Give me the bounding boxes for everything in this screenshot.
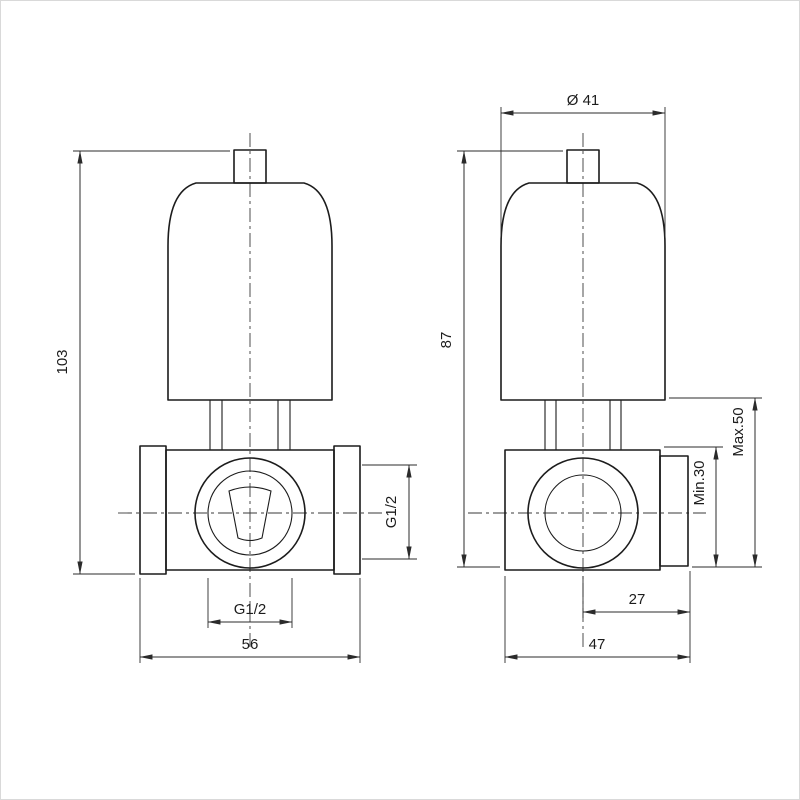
dim-offset-27: 27 bbox=[582, 571, 691, 663]
valve-knob bbox=[167, 182, 333, 401]
dim-height-103: 103 bbox=[54, 150, 230, 575]
front-port-socket bbox=[228, 486, 272, 542]
neck-thread-lines bbox=[209, 400, 291, 450]
front-view bbox=[118, 133, 382, 648]
dim-min-30: Min.30 bbox=[664, 446, 723, 568]
left-port-flange bbox=[139, 445, 167, 575]
dim-side-port-g12: G1/2 bbox=[362, 464, 417, 560]
front-port-thread-circle bbox=[207, 470, 293, 556]
neck-thread-lines bbox=[544, 400, 622, 450]
dim-label-bottom-port: G1/2 bbox=[234, 601, 267, 618]
valve-knob bbox=[500, 182, 666, 401]
front-port-outer-circle bbox=[194, 457, 306, 569]
dim-label-side-height: 87 bbox=[438, 332, 455, 349]
dim-label-front-width: 56 bbox=[242, 636, 259, 653]
dim-max-50: Max.50 bbox=[669, 397, 762, 568]
rear-outlet-flange bbox=[659, 455, 689, 567]
side-view bbox=[468, 133, 706, 648]
side-port-outer-circle bbox=[527, 457, 639, 569]
dim-label-side-width: 47 bbox=[589, 636, 606, 653]
dim-bottom-port-g12: G1/2 bbox=[207, 578, 293, 628]
dim-width-56: 56 bbox=[139, 578, 361, 663]
side-port-inner-circle bbox=[544, 474, 622, 552]
dim-label-diameter: Ø 41 bbox=[567, 92, 600, 109]
dim-height-87: 87 bbox=[438, 150, 563, 568]
dim-label-max-depth: Max.50 bbox=[730, 407, 747, 456]
right-port-flange bbox=[333, 445, 361, 575]
dim-label-outlet-offset: 27 bbox=[629, 591, 646, 608]
dim-label-side-port: G1/2 bbox=[383, 496, 400, 529]
dim-diameter-41: Ø 41 bbox=[500, 92, 666, 238]
dim-label-height: 103 bbox=[54, 349, 71, 374]
dim-label-min-depth: Min.30 bbox=[691, 460, 708, 505]
dim-width-47: 47 bbox=[504, 576, 691, 663]
